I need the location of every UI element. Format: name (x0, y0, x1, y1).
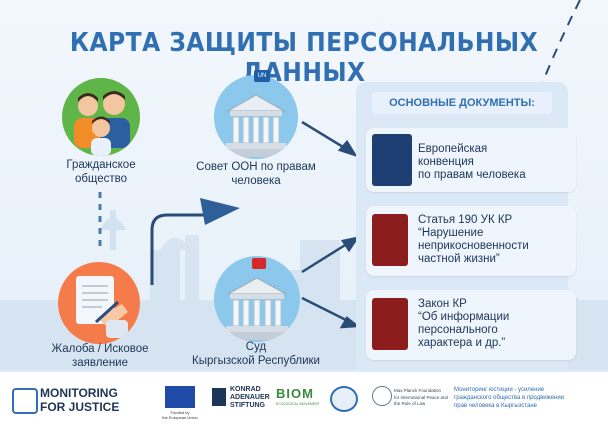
m4j-logo-icon (12, 388, 38, 414)
biom-logo: BIOM (276, 386, 314, 401)
echr-book-icon (372, 134, 412, 186)
document-sign-icon (76, 276, 128, 338)
complaint-label: Жалоба / Исковое заявление (51, 343, 149, 369)
mpf-seal-icon (372, 386, 392, 406)
mpf-line1: Max Planck Foundation (394, 388, 442, 393)
m4j-line2: FOR JUSTICE (40, 400, 120, 414)
footer-tagline: Мониторинг юстиции - усиление гражданско… (454, 387, 565, 409)
court-label: Суд Кыргызской Республики (192, 341, 320, 367)
document-text: Закон КР “Об информации персонального ха… (418, 298, 510, 349)
document-text: Статья 190 УК КР “Нарушение неприкоснове… (418, 214, 529, 265)
document-text: Европейская конвенция по правам человека (418, 143, 526, 181)
kas-line1: KONRAD (230, 386, 261, 393)
paper-plane-icon (200, 198, 240, 225)
m4j-line1: MONITORING (40, 386, 118, 400)
bird-logo-icon (330, 386, 358, 412)
kg-flag-badge (252, 258, 266, 269)
un-council-label: Совет ООН по правам человека (196, 161, 316, 187)
courthouse-icon (222, 277, 292, 340)
courthouse-icon (222, 94, 290, 157)
court-circle (214, 256, 300, 342)
footer-logos: MONITORING FOR JUSTICE Funded by the Eur… (0, 372, 608, 424)
un-council-circle (214, 75, 298, 159)
family-icon (74, 91, 130, 156)
civil-society-label: Гражданское общество (66, 159, 136, 185)
mpf-line3: the Rule of Law (394, 401, 426, 406)
kas-line3: STIFTUNG (230, 402, 265, 409)
complaint-circle (58, 262, 140, 344)
biom-subtitle: ECOLOGICAL MOVEMENT (276, 402, 320, 406)
kas-line2: ADENAUER (230, 394, 270, 401)
mpf-line2: for International Peace and (394, 395, 449, 400)
documents-header: ОСНОВНЫЕ ДОКУМЕНТЫ: (372, 92, 552, 114)
un-flag-badge: UN (254, 70, 270, 82)
law-book-icon (372, 298, 408, 350)
eu-caption: Funded by the European Union (162, 410, 198, 420)
connector-line (150, 213, 208, 285)
civil-society-circle (62, 78, 140, 156)
criminal-code-book-icon (372, 214, 408, 266)
kas-logo-icon (212, 388, 226, 406)
eu-flag-icon (165, 386, 195, 408)
